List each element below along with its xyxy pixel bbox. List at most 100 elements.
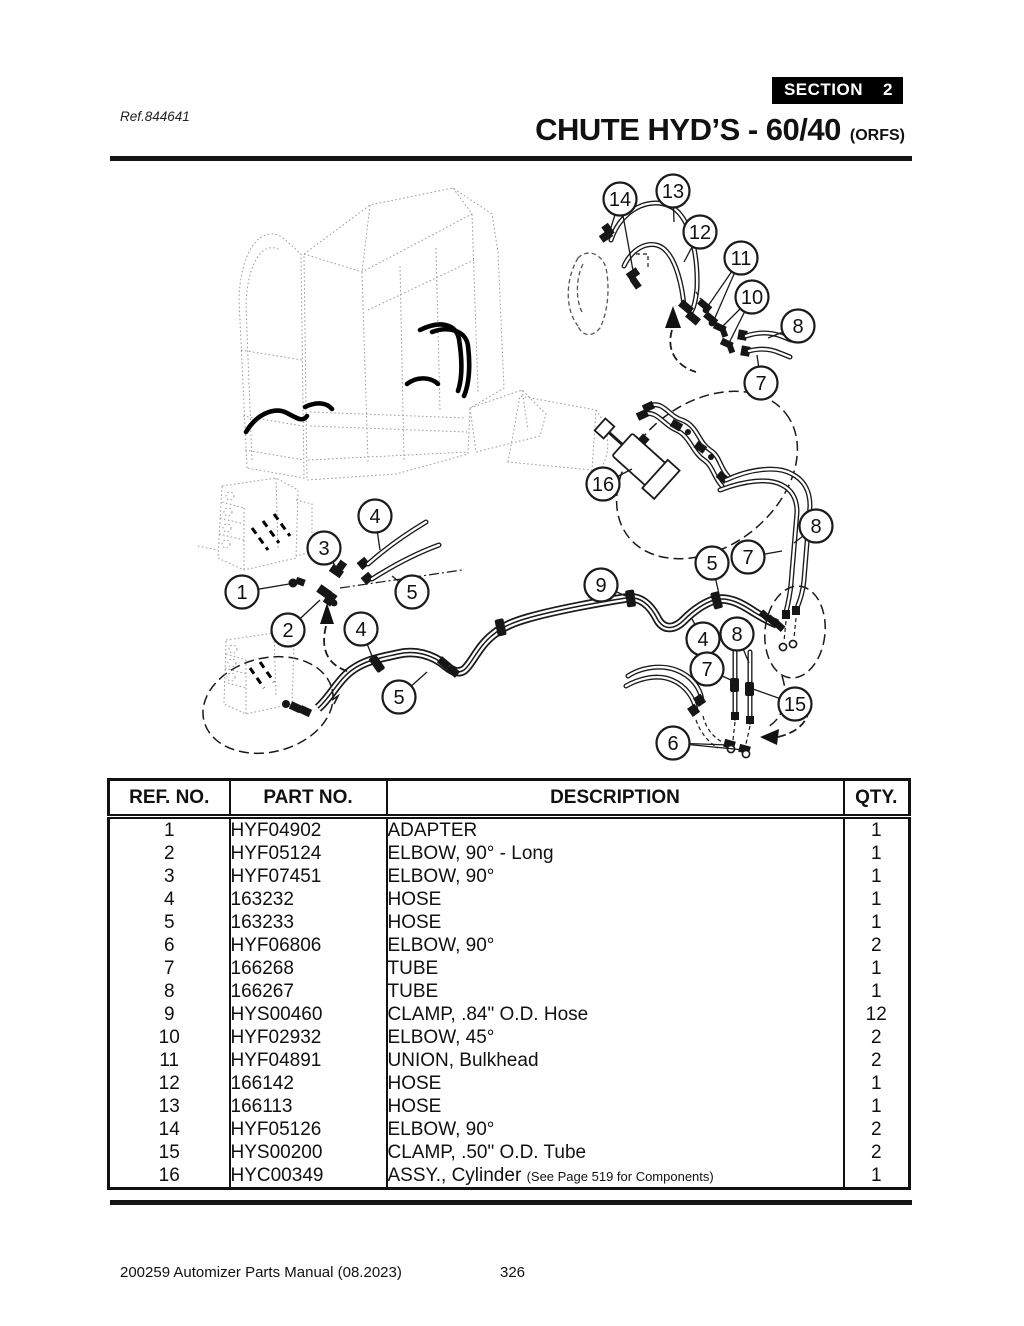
table-cell: HYS00200 xyxy=(228,1141,387,1164)
callout-4: 4 xyxy=(343,611,379,647)
svg-text:7: 7 xyxy=(742,547,753,569)
header-rule xyxy=(110,156,912,161)
table-cell: ELBOW, 90° - Long xyxy=(385,842,844,865)
callout-15: 15 xyxy=(777,686,813,722)
table-cell: 1 xyxy=(842,842,910,865)
table-cell: HOSE xyxy=(385,1095,844,1118)
table-cell: 14 xyxy=(158,1118,180,1140)
svg-text:1: 1 xyxy=(236,582,247,604)
table-cell: TUBE xyxy=(385,980,844,1003)
svg-text:11: 11 xyxy=(731,248,752,270)
reference-code: Ref.844641 xyxy=(120,109,190,124)
callout-13: 13 xyxy=(655,173,691,209)
table-cell: 1 xyxy=(842,1072,910,1095)
svg-text:16: 16 xyxy=(592,474,614,496)
table-cell: 6 xyxy=(163,934,175,956)
callout-5: 5 xyxy=(394,574,430,610)
callout-8: 8 xyxy=(780,308,816,344)
table-cell: UNION, Bulkhead xyxy=(385,1049,844,1072)
vertical-tube-8 xyxy=(745,649,754,745)
table-cell: 13 xyxy=(158,1095,180,1117)
table-cell: 166142 xyxy=(228,1072,387,1095)
table-cell: 12 xyxy=(842,1003,910,1026)
table-cell: 166113 xyxy=(228,1095,387,1118)
tube-7 xyxy=(740,345,793,360)
table-cell: 4 xyxy=(163,888,175,910)
direction-arrow-up xyxy=(665,306,697,373)
callout-11: 11 xyxy=(723,240,759,276)
table-cell: 2 xyxy=(842,1141,910,1164)
table-cell: HYF05126 xyxy=(228,1118,387,1141)
table-cell: 1 xyxy=(842,980,910,1003)
svg-text:12: 12 xyxy=(689,222,711,244)
table-cell: 1 xyxy=(842,888,910,911)
table-cell: 12 xyxy=(158,1072,180,1094)
table-cell: HYF04891 xyxy=(228,1049,387,1072)
section-badge: SECTION 2 xyxy=(771,77,903,104)
table-cell: TUBE xyxy=(385,957,844,980)
adapter-fitting-1 xyxy=(288,576,306,588)
section-number: 2 xyxy=(883,80,893,99)
callout-9: 9 xyxy=(583,567,619,603)
table-cell: HOSE xyxy=(385,1072,844,1095)
title-text: CHUTE HYD’S - 60/40 xyxy=(535,112,841,147)
svg-text:9: 9 xyxy=(595,575,606,597)
table-cell: HYS00460 xyxy=(228,1003,387,1026)
machine-outline-illustration xyxy=(238,187,609,481)
callout-6: 6 xyxy=(655,725,691,761)
cylinder-assembly-16 xyxy=(593,417,681,501)
svg-text:15: 15 xyxy=(784,694,806,716)
table-cell: 7 xyxy=(163,957,175,979)
callout-8: 8 xyxy=(798,508,834,544)
svg-text:14: 14 xyxy=(609,189,631,211)
table-cell: 2 xyxy=(842,934,910,957)
svg-text:8: 8 xyxy=(792,316,803,338)
table-cell: 15 xyxy=(158,1141,180,1163)
elbow-fittings-10 xyxy=(712,321,736,354)
hose-clamps-9 xyxy=(369,589,723,673)
callout-2: 2 xyxy=(270,612,306,648)
callout-7: 7 xyxy=(730,539,766,575)
callout-10: 10 xyxy=(734,279,770,315)
vertical-tube-7 xyxy=(730,647,739,741)
table-cell: HYF07451 xyxy=(228,865,387,888)
footer-manual-title: 200259 Automizer Parts Manual (08.2023) xyxy=(120,1264,402,1281)
callout-1: 1 xyxy=(224,574,260,610)
callout-12: 12 xyxy=(682,214,718,250)
svg-text:8: 8 xyxy=(810,516,821,538)
footer-rule xyxy=(110,1200,912,1205)
callout-3: 3 xyxy=(306,530,342,566)
column-header: REF. NO. xyxy=(108,779,230,819)
callout-leader-lines xyxy=(241,190,817,751)
column-header: PART NO. xyxy=(228,779,387,819)
table-cell: ELBOW, 90° xyxy=(385,934,844,957)
footer-page-number: 326 xyxy=(500,1264,526,1281)
table-cell: 166267 xyxy=(228,980,387,1003)
svg-text:13: 13 xyxy=(662,181,684,203)
direction-arrow-up-2 xyxy=(320,603,351,673)
table-cell: HYC00349 xyxy=(228,1164,387,1189)
column-header: QTY. xyxy=(842,779,910,819)
table-cell: 9 xyxy=(163,1003,175,1025)
table-cell: 1 xyxy=(842,816,910,842)
table-cell: 1 xyxy=(842,1095,910,1118)
page-title: CHUTE HYD’S - 60/40 (ORFS) xyxy=(535,112,905,148)
table-cell: HYF06806 xyxy=(228,934,387,957)
svg-text:7: 7 xyxy=(701,659,712,681)
hose-bundle-run xyxy=(314,589,786,712)
bulkhead-unions-11 xyxy=(697,298,719,327)
table-cell: 163233 xyxy=(228,911,387,934)
elbow-fitting-2 xyxy=(316,584,338,607)
